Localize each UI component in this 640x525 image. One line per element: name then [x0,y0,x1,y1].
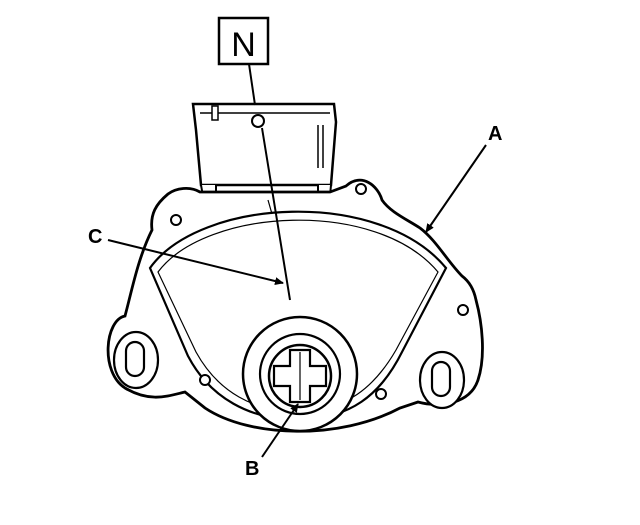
right-mounting-slot [418,350,466,410]
leader-line-b [261,403,299,458]
left-slot [124,340,146,378]
switch-housing [106,178,484,433]
leader-line-c [107,239,284,285]
mounting-hole-right [457,304,469,316]
mounting-hole-top-left [170,214,182,226]
housing-inner-rim-2 [157,219,439,413]
callout-a: A [488,123,502,145]
callout-b: B [245,458,259,480]
left-mounting-slot [112,330,160,390]
neutral-box-frame [217,16,270,66]
mounting-hole-bottom-right [375,388,387,400]
mounting-hole-top-right [355,183,367,195]
indicator-tick [267,199,273,215]
right-slot [430,360,452,398]
connector-latch [211,105,219,121]
leader-line-a [425,144,487,233]
neutral-position-box: N [217,16,270,66]
mounting-hole-bottom-left [199,374,211,386]
selector-shaft [241,315,359,433]
neutral-indicator-line [248,63,291,301]
neutral-box-letter: N [231,26,256,64]
callout-c: C [88,226,102,248]
housing-inner-rim [148,210,448,422]
electrical-connector [191,102,338,197]
connector-pin-hole [251,114,265,128]
housing-outline [106,178,484,433]
